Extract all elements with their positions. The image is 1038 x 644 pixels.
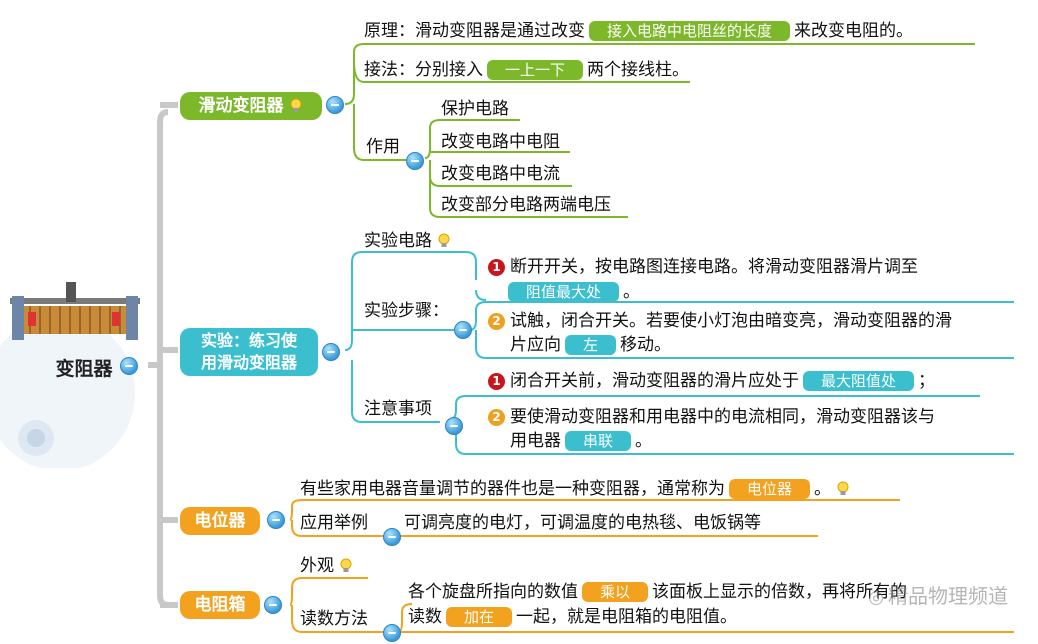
topic-sliding-rheostat[interactable]: 滑动变阻器 xyxy=(180,92,322,120)
reading-line2-suffix: 一起，就是电阻箱的电阻值。 xyxy=(516,607,738,627)
reading-line1-prefix: 各个旋盘所指向的数值 xyxy=(408,582,578,602)
def-highlight: 电位器 xyxy=(729,479,811,499)
branch3-collapse-button[interactable] xyxy=(267,511,285,529)
reading-highlight-1: 乘以 xyxy=(582,582,649,602)
step2: 2 试触，闭合开关。若要使小灯泡由暗变亮，滑动变阻器的滑 xyxy=(488,310,952,332)
reading-highlight-2: 加在 xyxy=(446,607,513,627)
usage-item: 改变电路中电流 xyxy=(441,164,560,184)
step1-number: 1 xyxy=(488,259,505,276)
reading-line1-suffix: 该面板上显示的倍数，再将所有的 xyxy=(652,582,908,602)
step2-line2: 片应向左移动。 xyxy=(510,334,671,356)
step1: 1 断开开关，按电路图连接电路。将滑动变阻器滑片调至 xyxy=(488,256,918,278)
appearance-label: 外观 xyxy=(300,555,354,577)
usage-item: 改变电路中电阻 xyxy=(441,132,560,152)
principle-prefix: 原理：滑动变阻器是通过改变 xyxy=(364,21,585,41)
notes-collapse-button[interactable] xyxy=(445,417,463,435)
branch4-collapse-button[interactable] xyxy=(264,596,282,614)
note2-number: 2 xyxy=(488,409,505,426)
topic-potentiometer[interactable]: 电位器 xyxy=(180,507,260,535)
root-node[interactable]: 变阻器 xyxy=(30,350,138,384)
usage-item: 保护电路 xyxy=(441,99,509,119)
usage-label: 作用 xyxy=(366,137,400,157)
principle-line: 原理：滑动变阻器是通过改变接入电路中电阻丝的长度来改变电阻的。 xyxy=(364,20,913,42)
note2-line2-prefix: 用电器 xyxy=(510,431,561,451)
step2-line2-prefix: 片应向 xyxy=(510,335,561,355)
connection-highlight: 一上一下 xyxy=(487,60,584,80)
note2: 2 要使滑动变阻器和用电器中的电流相同，滑动变阻器该与 xyxy=(488,406,935,428)
step1-text: 断开开关，按电路图连接电路。将滑动变阻器滑片调至 xyxy=(510,257,918,277)
topic-line2: 用滑动变阻器 xyxy=(200,353,297,372)
note2-line2: 用电器串联。 xyxy=(510,430,652,452)
note1-number: 1 xyxy=(488,373,505,390)
reading-label: 读数方法 xyxy=(300,609,368,629)
note1-highlight: 最大阻值处 xyxy=(803,371,915,391)
watermark: ◎精品物理频道 xyxy=(868,580,1008,609)
principle-highlight: 接入电路中电阻丝的长度 xyxy=(589,21,791,41)
step2-highlight: 左 xyxy=(565,335,617,355)
topic-experiment[interactable]: 实验：练习使 用滑动变阻器 xyxy=(180,328,318,376)
potentiometer-definition: 有些家用电器音量调节的器件也是一种变阻器，通常称为电位器。 xyxy=(300,478,851,500)
note1-prefix: 闭合开关前，滑动变阻器的滑片应处于 xyxy=(510,371,799,391)
bulb-icon xyxy=(438,233,450,247)
bulb-icon xyxy=(340,558,352,572)
def-prefix: 有些家用电器音量调节的器件也是一种变阻器，通常称为 xyxy=(300,479,725,499)
def-suffix: 。 xyxy=(814,479,832,499)
topic-label: 电阻箱 xyxy=(194,595,246,615)
topic-label: 电位器 xyxy=(194,511,246,531)
steps-collapse-button[interactable] xyxy=(454,321,472,339)
step1-suffix: 。 xyxy=(623,282,641,302)
app-collapse-button[interactable] xyxy=(383,528,401,546)
circuit-text: 实验电路 xyxy=(364,231,432,251)
reading-line1: 各个旋盘所指向的数值乘以该面板上显示的倍数，再将所有的 xyxy=(408,581,907,603)
step2-suffix: 移动。 xyxy=(620,335,672,355)
connection-suffix: 两个接线柱。 xyxy=(587,60,690,80)
note2-highlight: 串联 xyxy=(565,431,632,451)
appearance-text: 外观 xyxy=(300,556,334,576)
note1: 1 闭合开关前，滑动变阻器的滑片应处于最大阻值处； xyxy=(488,370,935,392)
reading-line2-prefix: 读数 xyxy=(408,607,442,627)
reading-line2: 读数加在一起，就是电阻箱的电阻值。 xyxy=(408,606,737,628)
bulb-icon xyxy=(290,98,301,112)
topic-resistance-box[interactable]: 电阻箱 xyxy=(180,591,260,619)
step2-text: 试触，闭合开关。若要使小灯泡由暗变亮，滑动变阻器的滑 xyxy=(510,311,952,331)
note2-suffix: 。 xyxy=(635,431,653,451)
step1-line2: 阻值最大处。 xyxy=(504,281,640,303)
app-text: 可调亮度的电灯，可调温度的电热毯、电饭锅等 xyxy=(404,513,761,533)
watermark-text: 精品物理频道 xyxy=(888,584,1008,608)
bulb-icon xyxy=(837,481,849,495)
usage-item: 改变部分电路两端电压 xyxy=(441,195,611,215)
connection-line: 接法：分别接入一上一下两个接线柱。 xyxy=(364,59,689,81)
branch2-collapse-button[interactable] xyxy=(322,343,340,361)
app-label: 应用举例 xyxy=(300,513,368,533)
step1-highlight: 阻值最大处 xyxy=(508,282,620,302)
topic-line1: 实验：练习使 xyxy=(200,331,297,350)
steps-label: 实验步骤： xyxy=(364,301,449,321)
root-label: 变阻器 xyxy=(55,357,113,380)
note2-text: 要使滑动变阻器和用电器中的电流相同，滑动变阻器该与 xyxy=(510,407,935,427)
root-illustration xyxy=(0,268,150,471)
reading-collapse-button[interactable] xyxy=(383,624,401,642)
connection-prefix: 接法：分别接入 xyxy=(364,60,483,80)
topic-label: 滑动变阻器 xyxy=(198,96,284,116)
root-collapse-button[interactable] xyxy=(120,357,138,375)
note1-suffix: ； xyxy=(918,371,936,391)
circuit-label: 实验电路 xyxy=(364,230,452,252)
branch1-collapse-button[interactable] xyxy=(326,96,344,114)
principle-suffix: 来改变电阻的。 xyxy=(794,21,914,41)
step2-number: 2 xyxy=(488,313,505,330)
usage-collapse-button[interactable] xyxy=(406,152,424,170)
notes-label: 注意事项 xyxy=(364,399,432,419)
wechat-icon: ◎ xyxy=(868,587,884,608)
